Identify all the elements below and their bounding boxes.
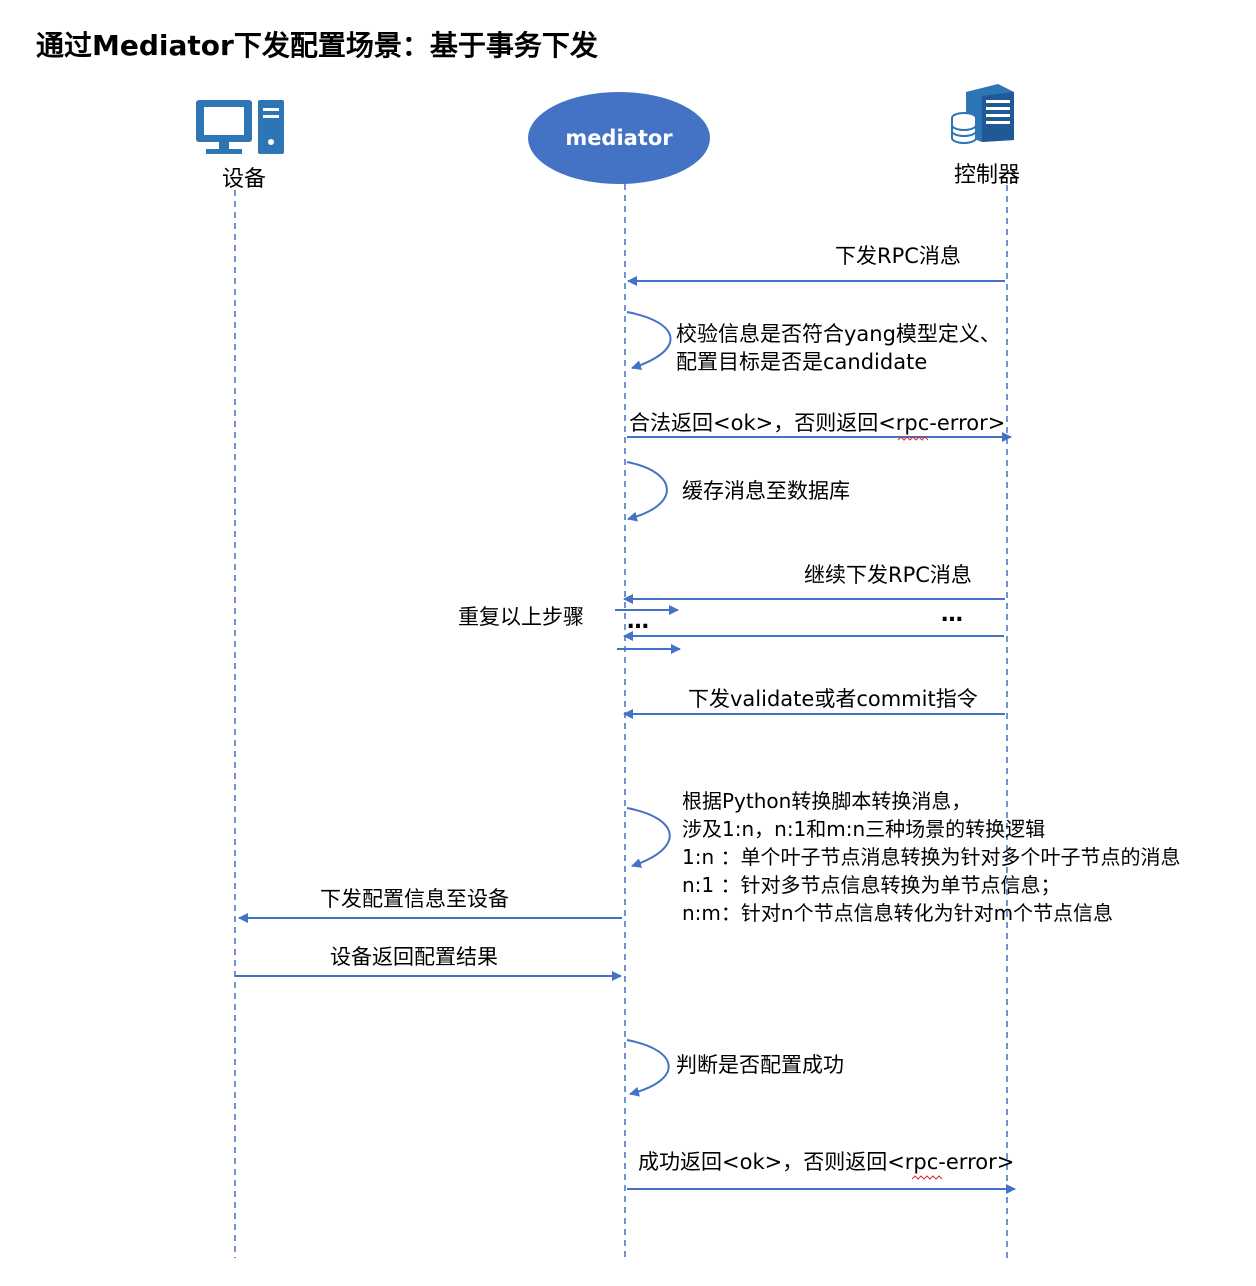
ellipsis-left: …	[627, 609, 650, 634]
note-judge: 判断是否配置成功	[676, 1053, 844, 1077]
note-convert: 根据Python转换脚本转换消息， 涉及1:n，n:1和m:n三种场景的转换逻辑…	[682, 789, 1181, 925]
message-send-config: 下发配置信息至设备	[320, 887, 509, 911]
message-final-reply: 成功返回<ok>，否则返回<rpc-error>	[638, 1150, 1015, 1174]
note-cache: 缓存消息至数据库	[682, 479, 850, 503]
diagram-title: 通过Mediator下发配置场景：基于事务下发	[36, 29, 598, 62]
spellcheck-squiggle	[897, 436, 929, 441]
device-label: 设备	[222, 167, 267, 192]
message-send-rpc: 下发RPC消息	[835, 244, 961, 268]
note-validate: 校验信息是否符合yang模型定义、 配置目标是否是candidate	[676, 322, 1001, 374]
spellcheck-squiggle	[911, 1175, 943, 1180]
controller-label: 控制器	[954, 163, 1021, 188]
mediator-label: mediator	[565, 126, 673, 150]
computer-icon	[196, 100, 284, 154]
message-continue-rpc: 继续下发RPC消息	[804, 563, 972, 587]
self-arrow-convert	[626, 807, 671, 868]
self-arrow-cache	[626, 461, 668, 522]
self-arrow-validate	[626, 311, 672, 371]
note-repeat: 重复以上步骤	[458, 605, 584, 629]
ellipsis-right: …	[941, 602, 964, 627]
server-database-icon	[951, 84, 1014, 144]
message-validate-commit: 下发validate或者commit指令	[688, 687, 978, 711]
mediator-ellipse	[528, 92, 710, 184]
message-device-return: 设备返回配置结果	[330, 945, 498, 969]
message-reply-ok: 合法返回<ok>，否则返回<rpc-error>	[629, 411, 1006, 435]
self-arrow-judge	[626, 1039, 670, 1097]
